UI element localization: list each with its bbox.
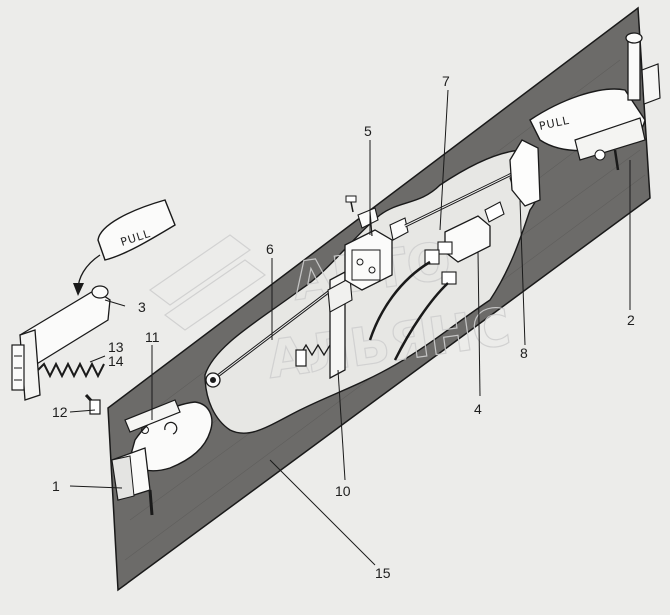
- lever-block-5: [344, 207, 409, 291]
- spring-14: [37, 361, 105, 415]
- cables: [368, 260, 449, 361]
- callout-14: 14: [108, 353, 124, 369]
- hinge-pin-12: [11, 344, 25, 391]
- upper-handle-label: PULL: [538, 114, 571, 133]
- spring-clip: [295, 349, 307, 367]
- callout-10: 10: [335, 483, 351, 499]
- callout-3: 3: [138, 299, 146, 315]
- callout-1: 1: [52, 478, 60, 494]
- upper-handle-2: PULL: [529, 32, 661, 171]
- bolt-top: [345, 195, 357, 213]
- assembly-arrow: [73, 254, 101, 296]
- callout-8: 8: [520, 345, 528, 361]
- cutaway-window: [204, 149, 540, 434]
- callout-5: 5: [364, 123, 372, 139]
- bracket-10: [327, 270, 353, 380]
- callout-4: 4: [474, 401, 482, 417]
- lower-handle-1: [111, 399, 213, 516]
- callout-13: 13: [108, 339, 124, 355]
- callout-6: 6: [266, 241, 274, 257]
- leader-lines: [69, 89, 631, 566]
- callout-15: 15: [375, 565, 391, 581]
- callout-11: 11: [145, 329, 160, 345]
- callout-labels: 1 2 3 4 5 6 7 8 10 11 12 13 14 15: [52, 73, 635, 581]
- exploded-handle-3: [19, 285, 111, 401]
- callout-7: 7: [442, 73, 450, 89]
- connector-block-4: [424, 215, 491, 285]
- latch-block-8: [509, 139, 541, 207]
- callout-2: 2: [627, 312, 635, 328]
- rod-7: [404, 168, 521, 228]
- callout-12: 12: [52, 404, 68, 420]
- pull-handle-part: PULL: [97, 199, 176, 261]
